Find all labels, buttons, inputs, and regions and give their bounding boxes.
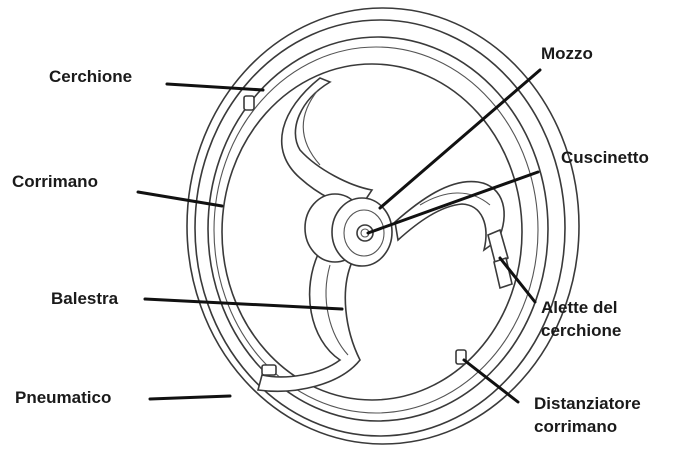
label-corrimano: Corrimano bbox=[12, 171, 98, 192]
leader-cuscinetto bbox=[368, 172, 538, 233]
label-alette-line1: Alette del bbox=[541, 297, 618, 318]
label-cuscinetto: Cuscinetto bbox=[561, 147, 649, 168]
leader-distanziatore bbox=[464, 360, 518, 402]
label-distanziatore-line1: Distanziatore bbox=[534, 393, 641, 414]
label-balestra: Balestra bbox=[51, 288, 118, 309]
label-cerchione: Cerchione bbox=[49, 66, 132, 87]
leader-pneumatico bbox=[150, 396, 230, 399]
label-distanziatore-line2: corrimano bbox=[534, 416, 617, 437]
leaf-spring-right bbox=[395, 182, 504, 250]
leader-cerchione bbox=[167, 84, 263, 90]
leaf-spring-top bbox=[282, 78, 372, 208]
label-alette-line2: cerchione bbox=[541, 320, 621, 341]
label-mozzo: Mozzo bbox=[541, 43, 593, 64]
label-pneumatico: Pneumatico bbox=[15, 387, 111, 408]
